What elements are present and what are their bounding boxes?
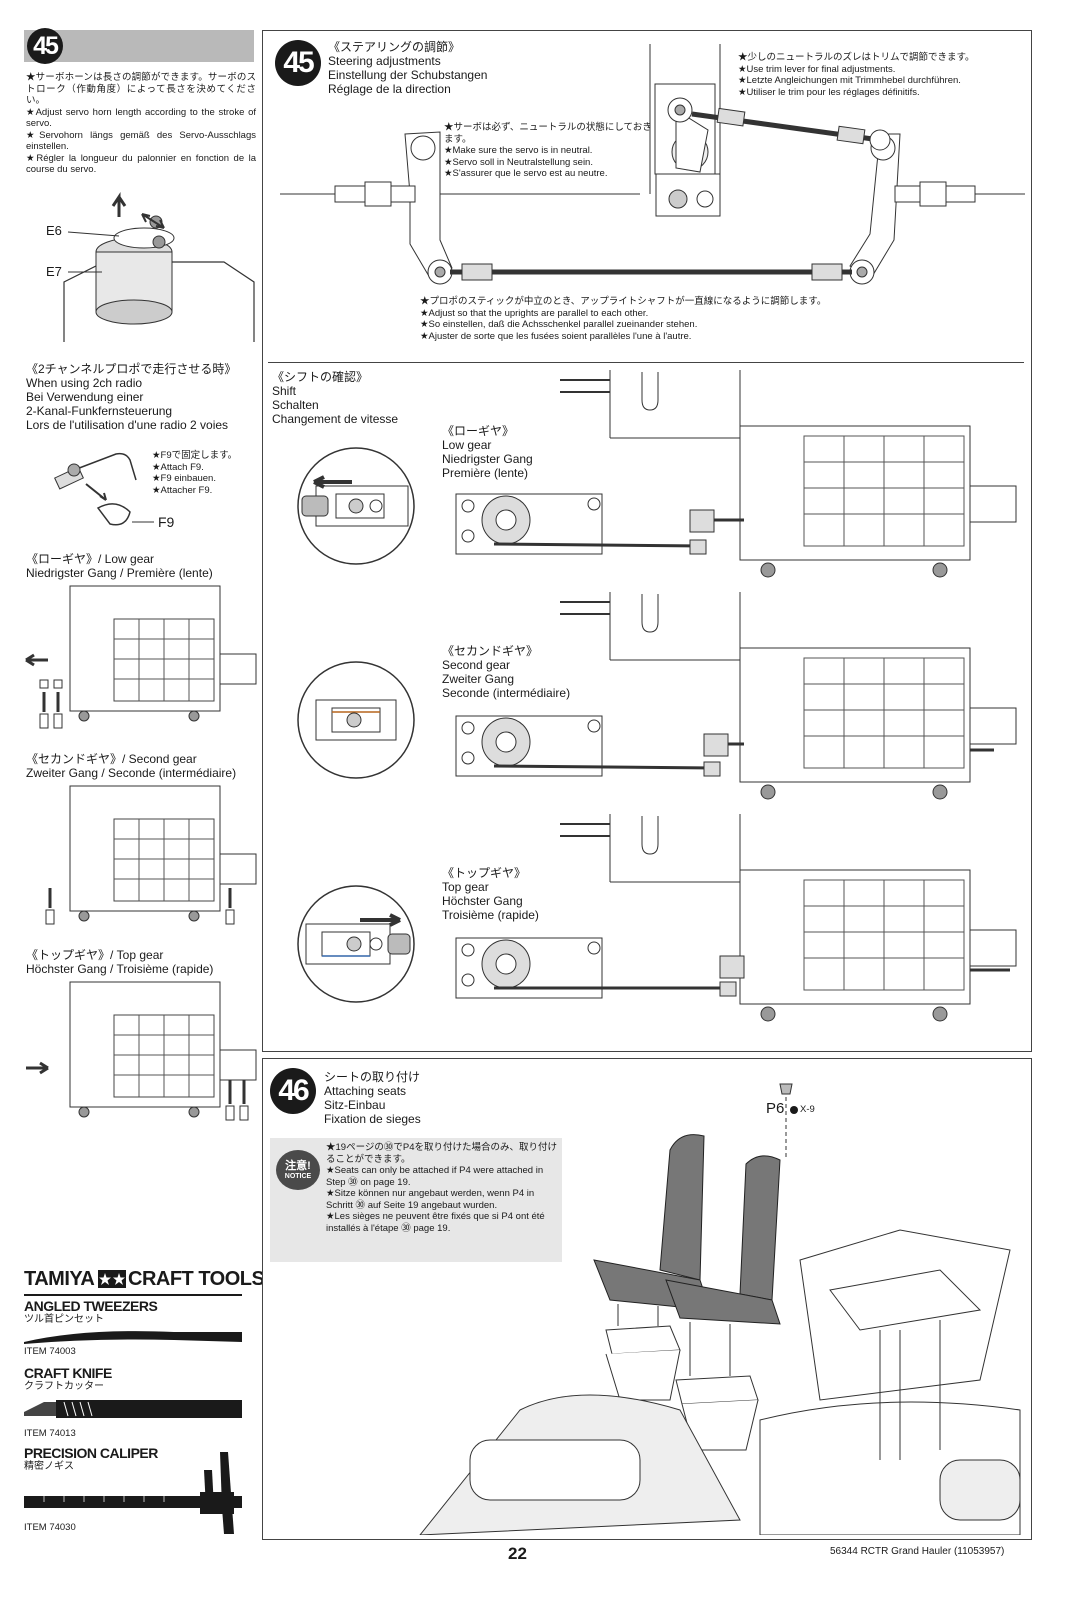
part-label-p6: P6 xyxy=(766,1100,785,1117)
step46-number: 46 xyxy=(270,1068,316,1114)
page-number: 22 xyxy=(508,1544,527,1563)
shift-top-gear-circle xyxy=(297,885,415,1003)
notice-badge: 注意! NOTICE xyxy=(276,1150,320,1190)
step45-upright-note: ★プロポのスティックが中立のとき、アップライトシャフトが一直線になるように調節し… xyxy=(420,296,827,342)
shift-top-gear-diagram xyxy=(455,814,1017,1022)
tools-divider xyxy=(24,1294,242,1296)
left-low-gear-label: 《ローギヤ》/ Low gear Niedrigster Gang / Prem… xyxy=(26,552,213,580)
left-top-gear-label: 《トップギヤ》/ Top gear Höchster Gang / Troisi… xyxy=(26,948,214,976)
notice-badge-jp: 注意! xyxy=(285,1160,311,1172)
tool-jp-tweezers: ツル首ピンセット xyxy=(24,1314,104,1325)
shift-low-gear-diagram xyxy=(455,370,1017,578)
notice-badge-en: NOTICE xyxy=(284,1173,312,1180)
tools-brand-tamiya: TAMIYA xyxy=(24,1268,95,1290)
left-top-gear-diagram xyxy=(26,981,257,1121)
p6-screw-bullet xyxy=(790,1106,798,1114)
part-label-f9: F9 xyxy=(158,514,175,530)
tweezers-icon xyxy=(24,1331,242,1344)
shift-check-title: 《シフトの確認》 Shift Schalten Changement de vi… xyxy=(272,370,399,426)
shift-second-gear-label: 《セカンドギヤ》 Second gear Zweiter Gang Second… xyxy=(442,644,571,700)
tool-name-tweezers: ANGLED TWEEZERS xyxy=(24,1298,158,1314)
part-label-e7: E7 xyxy=(46,264,62,279)
shift-top-gear-label: 《トップギヤ》 Top gear Höchster Gang Troisième… xyxy=(442,866,539,922)
step45-trim-note: ★少しのニュートラルのズレはトリムで調節できます。 ★Use trim leve… xyxy=(738,52,975,98)
step45-title: 《ステアリングの調節》 Steering adjustments Einstel… xyxy=(328,40,488,96)
left-servo-horn-note: ★サーボホーンは長さの調節ができます。サーボのストローク（作動角度）によって長さ… xyxy=(26,72,256,175)
craft-knife-icon xyxy=(24,1400,242,1418)
tamiya-star-logo xyxy=(98,1270,126,1288)
tool-item-tweezers: ITEM 74003 xyxy=(24,1346,76,1357)
left-low-gear-diagram xyxy=(25,585,257,729)
seat-installation-diagram xyxy=(419,1083,1021,1535)
left-second-gear-label: 《セカンドギヤ》/ Second gear Zweiter Gang / Sec… xyxy=(26,752,237,780)
f9-attach-diagram xyxy=(54,452,154,526)
shift-second-gear-diagram xyxy=(455,592,1017,800)
left-step-number: 45 xyxy=(27,28,63,64)
notice-panel xyxy=(270,1138,562,1262)
notice-text: ★19ページの㉚でP4を取り付けた場合のみ、取り付けることができます。 ★Sea… xyxy=(326,1142,557,1234)
tool-name-caliper: PRECISION CALIPER xyxy=(24,1445,158,1461)
attach-f9-note: ★F9で固定します。 ★Attach F9. ★F9 einbauen. ★At… xyxy=(152,450,238,496)
tool-item-knife: ITEM 74013 xyxy=(24,1428,76,1439)
left-second-gear-diagram xyxy=(45,785,257,925)
tool-jp-caliper: 精密ノギス xyxy=(24,1461,74,1472)
tool-jp-knife: クラフトカッター xyxy=(24,1381,104,1392)
shift-low-gear-label: 《ローギヤ》 Low gear Niedrigster Gang Premièr… xyxy=(442,424,533,480)
servo-horn-diagram xyxy=(63,192,255,342)
step45-servo-neutral-note: ★サーボは必ず、ニュートラルの状態にしておきます。 ★Make sure the… xyxy=(444,122,652,179)
document-id: 56344 RCTR Grand Hauler (11053957) xyxy=(830,1546,1005,1557)
tools-brand-craft-tools: CRAFT TOOLS xyxy=(128,1268,265,1290)
tool-item-caliper: ITEM 74030 xyxy=(24,1522,76,1533)
step46-title: シートの取り付け Attaching seats Sitz-Einbau Fix… xyxy=(324,1070,421,1126)
tool-name-knife: CRAFT KNIFE xyxy=(24,1365,112,1381)
shift-low-gear-circle xyxy=(297,447,415,565)
shift-second-gear-circle xyxy=(297,661,415,779)
part-label-e6: E6 xyxy=(46,223,62,238)
step45-divider xyxy=(268,362,1024,363)
step45-number: 45 xyxy=(275,40,321,86)
two-channel-radio-title: 《2チャンネルプロポで走行させる時》 When using 2ch radio … xyxy=(26,362,237,432)
caliper-icon xyxy=(24,1452,242,1534)
steering-linkage-diagram xyxy=(280,44,1025,285)
part-label-x9: X-9 xyxy=(800,1104,815,1115)
